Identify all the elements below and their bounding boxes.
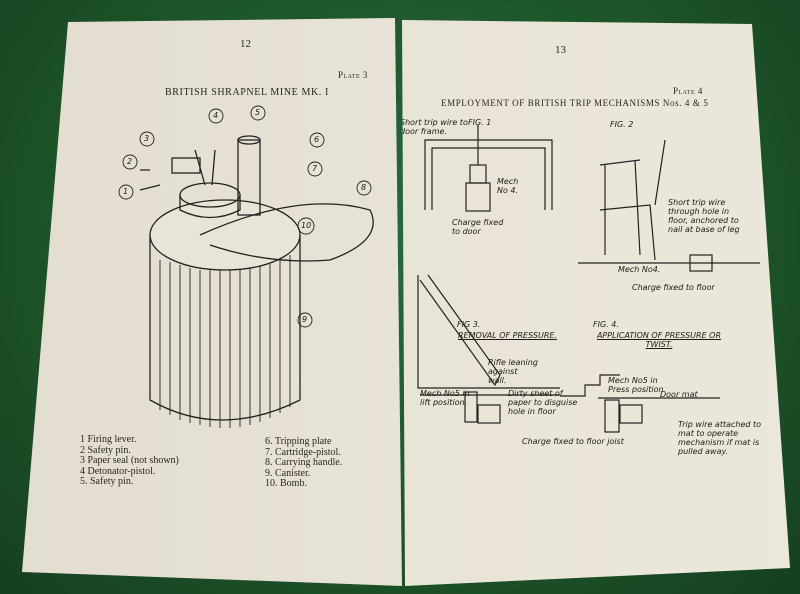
fig2-note: Mech No4. [618,265,661,274]
fig1-note: Charge fixed to door [452,218,504,236]
fig4-caption: APPLICATION OF PRESSURE OR TWIST. [596,331,722,349]
legend-item: 4 Detonator-pistol. [80,465,156,477]
page-number: 12 [240,38,251,50]
fig4-note: Mech No5 in Press position [608,376,664,394]
fig3-caption: REMOVAL OF PRESSURE. [458,331,557,340]
fig2-note: Charge fixed to floor [632,283,715,292]
plate-label: Plate 3 [338,70,368,80]
plate-label: Plate 4 [673,86,703,96]
callout-4: 4 [213,111,219,120]
callout-6: 6 [314,135,320,144]
fig3-note: Dirty sheet of paper to disguise hole in… [508,389,578,416]
fig2-note: Short trip wire through hole in floor, a… [668,198,740,234]
legend-item: 7. Cartridge-pistol. [265,446,341,458]
legend-item: 6. Tripping plate [265,436,332,447]
fig4-label: FIG. 4. [593,320,619,329]
legend-item: 9. Canister. [265,467,311,479]
fig3-label: FIG 3. [457,320,481,329]
legend-right-column: 6. Tripping plate 7. Cartridge-pistol. 8… [265,436,343,490]
fig3-note: Rifle leaning against wall. [488,358,538,385]
callout-9: 9 [302,315,308,324]
legend-item: 2 Safety pin. [80,444,131,456]
fig3-note: Mech No5 in lift position. [420,389,470,407]
page-title: BRITISH SHRAPNEL MINE MK. I [165,87,329,98]
page-number: 13 [555,44,566,56]
fig2-label: FIG. 2 [610,120,634,129]
legend-item: 5. Safety pin. [80,476,134,487]
fig4-note: Door mat [660,390,698,399]
legend-item: 8. Carrying handle. [265,457,343,468]
fig1-note: Short trip wire to door frame. [400,118,468,136]
callout-8: 8 [361,183,367,192]
fig4-note: Trip wire attached to mat to operate mec… [678,420,762,456]
legend-item: 3 Paper seal (not shown) [80,455,179,466]
legend-item: 10. Bomb. [265,478,307,489]
page-title: EMPLOYMENT OF BRITISH TRIP MECHANISMS No… [441,98,709,108]
fig1-label: FIG. 1 [468,118,492,127]
callout-2: 2 [127,157,133,166]
callout-1: 1 [123,187,129,196]
callout-3: 3 [144,134,150,143]
legend-left-column: 1 Firing lever. 2 Safety pin. 3 Paper se… [80,434,179,488]
fig3-note: Charge fixed to floor joist [522,437,624,446]
fig1-note: Mech No 4. [497,177,519,195]
callout-10: 10 [301,221,312,230]
callout-5: 5 [255,108,261,117]
legend-item: 1 Firing lever. [80,434,137,445]
callout-7: 7 [312,164,318,173]
